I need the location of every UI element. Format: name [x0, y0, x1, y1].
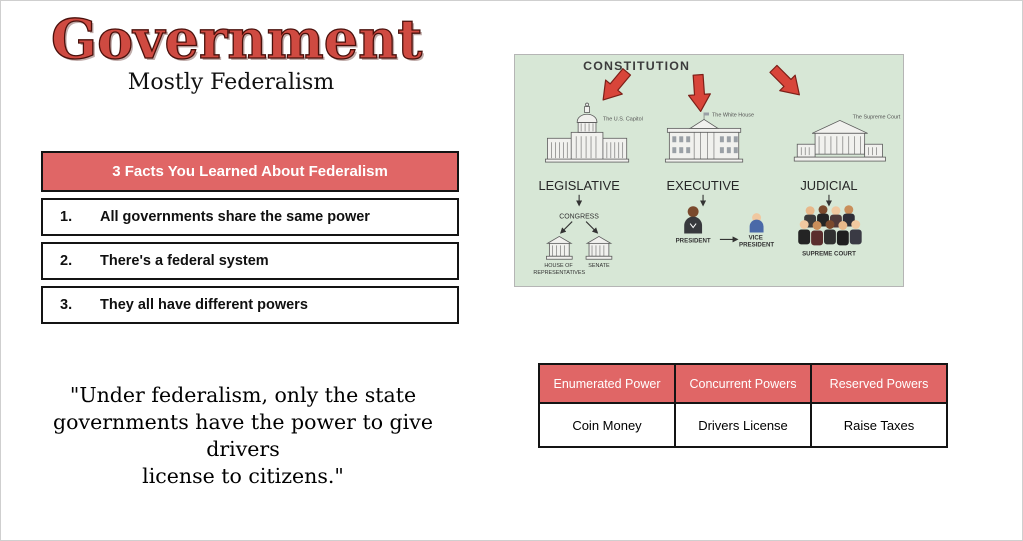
executive-label: EXECUTIVE — [667, 178, 740, 193]
house-label: HOUSE OF REPRESENTATIVES — [533, 263, 585, 276]
powers-header-row: Enumerated Power Concurrent Powers Reser… — [538, 363, 948, 404]
president-label: PRESIDENT — [676, 237, 711, 244]
supreme-court-justices-icon — [798, 205, 862, 246]
vice-president-icon — [749, 213, 764, 233]
congress-right-arrow-icon — [585, 221, 599, 234]
constitution-arrow-middle-icon — [688, 73, 711, 113]
powers-table: Enumerated Power Concurrent Powers Reser… — [538, 363, 948, 448]
quote-line-1: "Under federalism, only the state — [69, 383, 417, 407]
senate-label: SENATE — [588, 263, 610, 269]
slide-subtitle: Mostly Federalism — [127, 69, 335, 95]
legislative-label: LEGISLATIVE — [538, 178, 620, 193]
president-icon — [684, 206, 703, 234]
capitol-building-icon — [545, 102, 630, 163]
powers-cell-raise-taxes: Raise Taxes — [810, 402, 948, 448]
fact-text-3: They all have different powers — [100, 297, 308, 313]
title-block: Government Mostly Federalism — [50, 7, 423, 95]
fact-row-3: 3. They all have different powers — [41, 286, 459, 324]
fact-number-1: 1. — [60, 209, 73, 225]
white-house-caption: The White House — [712, 112, 754, 118]
powers-cell-drivers-license: Drivers License — [674, 402, 812, 448]
quote-line-3: license to citizens." — [142, 464, 344, 489]
supreme-court-label: SUPREME COURT — [802, 250, 856, 257]
constitution-arrow-left-icon — [602, 68, 632, 101]
fact-number-3: 3. — [60, 297, 73, 313]
powers-cell-coin-money: Coin Money — [538, 402, 676, 448]
fact-text-1: All governments share the same power — [100, 209, 370, 225]
congress-left-arrow-icon — [560, 221, 573, 234]
congress-label: CONGRESS — [559, 214, 599, 221]
vice-president-label: VICE PRESIDENT — [739, 234, 774, 248]
fact-text-2: There's a federal system — [100, 253, 269, 269]
branches-diagram-svg: CONSTITUTION — [533, 59, 901, 276]
powers-value-row: Coin Money Drivers License Raise Taxes — [538, 402, 948, 448]
branches-of-government-diagram: CONSTITUTION — [514, 54, 904, 287]
constitution-label: CONSTITUTION — [583, 59, 690, 73]
quote-line-2: governments have the power to give drive… — [53, 410, 433, 462]
supreme-court-building-icon — [793, 119, 886, 162]
fact-number-2: 2. — [60, 253, 73, 269]
fact-row-1: 1. All governments share the same power — [41, 198, 459, 236]
powers-header-enumerated: Enumerated Power — [538, 363, 676, 404]
constitution-arrow-right-icon — [769, 64, 800, 96]
fact-row-2: 2. There's a federal system — [41, 242, 459, 280]
facts-table-header: 3 Facts You Learned About Federalism — [41, 151, 459, 192]
quote-text: "Under federalism, only the state govern… — [17, 382, 469, 490]
capitol-caption: The U.S. Capitol — [603, 116, 643, 122]
facts-table: 3 Facts You Learned About Federalism 1. … — [41, 151, 459, 324]
judicial-label: JUDICIAL — [800, 178, 857, 193]
white-house-icon — [664, 112, 744, 163]
powers-header-concurrent: Concurrent Powers — [674, 363, 812, 404]
senate-icon — [585, 235, 613, 260]
slide-title: Government — [50, 7, 423, 71]
house-of-representatives-icon — [545, 235, 573, 260]
supreme-court-caption: The Supreme Court — [853, 114, 901, 120]
powers-header-reserved: Reserved Powers — [810, 363, 948, 404]
